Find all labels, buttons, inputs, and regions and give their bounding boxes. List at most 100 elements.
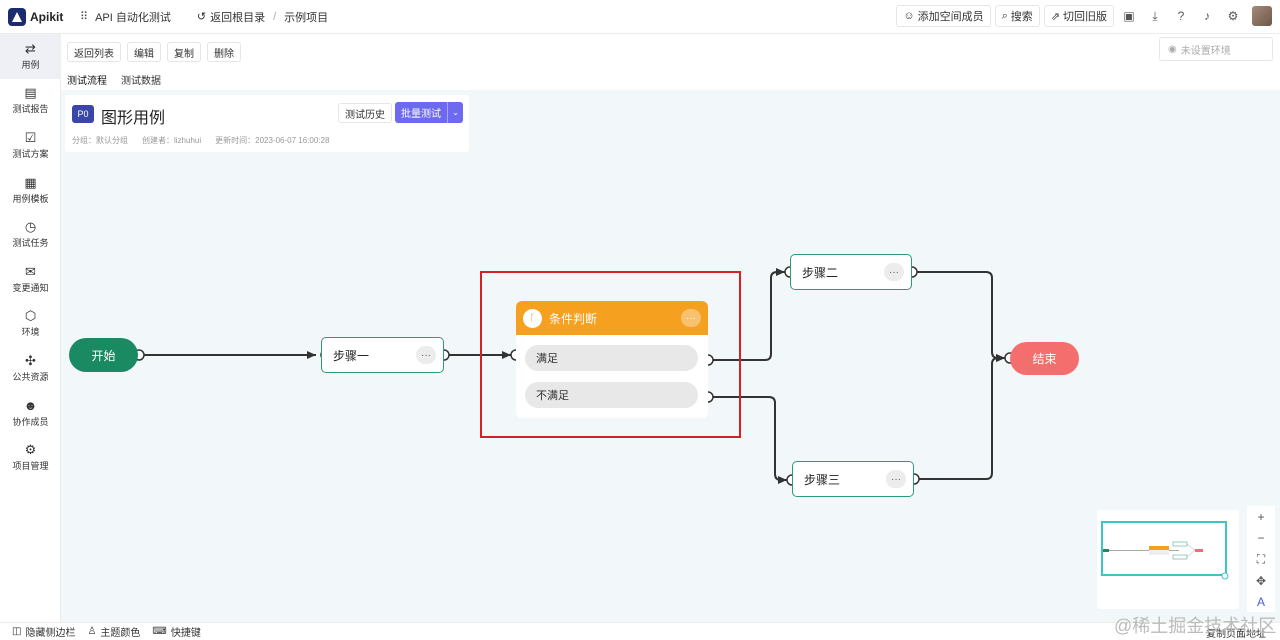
project-name[interactable]: API 自动化测试 bbox=[95, 11, 171, 24]
minimap-viewport[interactable] bbox=[1101, 521, 1227, 576]
swap-icon: ⇄ bbox=[25, 40, 36, 56]
add-member-label: 添加空间成员 bbox=[917, 11, 984, 23]
avatar[interactable] bbox=[1252, 6, 1272, 26]
more-icon[interactable]: ··· bbox=[886, 470, 906, 488]
eye-icon: ◉ bbox=[1168, 43, 1177, 55]
help-icon[interactable]: ? bbox=[1177, 9, 1185, 23]
environment-placeholder: 未设置环境 bbox=[1180, 45, 1231, 57]
puzzle-icon: ✣ bbox=[25, 352, 36, 368]
condition-title: 条件判断 bbox=[549, 311, 598, 326]
back-root-link[interactable]: 返回根目录 bbox=[210, 11, 266, 24]
tab-test-data[interactable]: 测试数据 bbox=[121, 76, 161, 87]
gear-icon: ⚙ bbox=[24, 442, 37, 458]
breadcrumb[interactable]: 示例项目 bbox=[284, 11, 329, 24]
checklist-icon: ☑ bbox=[24, 129, 37, 145]
sidebar-item-project-settings[interactable]: ⚙ 项目管理 bbox=[0, 435, 61, 480]
end-node[interactable]: 结束 bbox=[1010, 342, 1079, 375]
step-node-3[interactable]: 步骤三 ··· bbox=[792, 461, 914, 497]
branch-icon: ᚴ bbox=[523, 308, 542, 328]
sidebar-item-label: 公共资源 bbox=[12, 371, 49, 382]
delete-button[interactable]: 删除 bbox=[207, 42, 241, 62]
sidebar-item-tasks[interactable]: ◷ 测试任务 bbox=[0, 212, 61, 257]
tab-test-flow[interactable]: 测试流程 bbox=[67, 72, 107, 92]
sidebar: ⇄ 用例 ▤ 测试报告 ☑ 测试方案 ▦ 用例模板 ◷ 测试任务 ✉ 变更通知 … bbox=[0, 34, 61, 622]
calendar-check-icon[interactable]: ▣ bbox=[1123, 9, 1135, 23]
sidebar-item-notifications[interactable]: ✉ 变更通知 bbox=[0, 257, 61, 302]
batch-test-button[interactable]: 批量测试 ⌄ bbox=[395, 102, 463, 123]
case-group: 分组：默认分组 bbox=[72, 136, 128, 145]
sidebar-item-resources[interactable]: ✣ 公共资源 bbox=[0, 346, 61, 391]
main-toolbar: 返回列表 编辑 复制 删除 ◉ 未设置环境 测试流程 测试数据 bbox=[61, 34, 1280, 92]
undo-icon: ↺ bbox=[196, 11, 207, 23]
branch-not-satisfied[interactable]: 不满足 bbox=[525, 382, 698, 408]
page-title: 图形用例 bbox=[101, 110, 166, 127]
more-icon[interactable]: ··· bbox=[416, 346, 436, 364]
sidebar-item-reports[interactable]: ▤ 测试报告 bbox=[0, 79, 61, 124]
step-node-1[interactable]: 步骤一 ··· bbox=[321, 337, 444, 373]
more-icon[interactable]: ··· bbox=[884, 263, 904, 281]
sidebar-item-environment[interactable]: ⬡ 环境 bbox=[0, 302, 61, 347]
minimap[interactable] bbox=[1097, 510, 1239, 609]
minimap-preview bbox=[1103, 541, 1229, 580]
search-label: 搜索 bbox=[1010, 11, 1033, 23]
bell-icon[interactable]: ♪ bbox=[1204, 9, 1210, 23]
copy-button[interactable]: 复制 bbox=[167, 42, 201, 62]
step-label: 步骤三 bbox=[804, 472, 841, 487]
case-creator: 创建者：lizhuhui bbox=[142, 136, 202, 145]
gear-icon[interactable]: ⚙ bbox=[1227, 9, 1239, 23]
chevron-down-icon[interactable]: ⌄ bbox=[447, 102, 463, 123]
sidebar-item-label: 环境 bbox=[21, 327, 40, 338]
more-icon[interactable]: ··· bbox=[681, 309, 701, 327]
app-logo[interactable]: Apikit bbox=[8, 7, 64, 26]
hide-sidebar-button[interactable]: ◫ 隐藏侧边栏 bbox=[12, 624, 75, 639]
branch-satisfied[interactable]: 满足 bbox=[525, 345, 698, 371]
step-node-2[interactable]: 步骤二 ··· bbox=[790, 254, 912, 290]
fit-view-icon[interactable]: ⛶ bbox=[1256, 551, 1266, 566]
users-icon: ☻ bbox=[23, 397, 38, 413]
back-list-button[interactable]: 返回列表 bbox=[67, 42, 121, 62]
timer-icon: ◷ bbox=[24, 219, 37, 235]
switch-old-label: 切回旧版 bbox=[1063, 11, 1107, 23]
pin-icon: ⇗ bbox=[1050, 10, 1060, 23]
user-plus-icon: ☺ bbox=[903, 10, 915, 22]
edit-button[interactable]: 编辑 bbox=[127, 42, 161, 62]
copy-address-button[interactable]: 复制页面地址 bbox=[1206, 629, 1266, 640]
shortcuts-button[interactable]: ⌨ 快捷键 bbox=[152, 624, 200, 639]
condition-node[interactable]: ᚴ 条件判断 ··· 满足 不满足 bbox=[516, 301, 708, 418]
sidebar-item-label: 测试报告 bbox=[12, 104, 49, 115]
apikit-logo-icon bbox=[8, 7, 26, 26]
case-header-card: P0 图形用例 测试历史 批量测试 ⌄ 分组：默认分组 创建者：lizhuhui… bbox=[65, 95, 469, 152]
cube-icon: ⬡ bbox=[24, 308, 37, 324]
move-icon[interactable]: ✥ bbox=[1255, 573, 1267, 588]
bottom-bar: ◫ 隐藏侧边栏 ♙ 主题颜色 ⌨ 快捷键 复制页面地址 bbox=[0, 622, 1280, 640]
sidebar-item-label: 测试任务 bbox=[12, 238, 49, 249]
start-node[interactable]: 开始 bbox=[69, 338, 138, 372]
search-button[interactable]: ⌕ 搜索 bbox=[994, 5, 1040, 27]
add-member-button[interactable]: ☺ 添加空间成员 bbox=[896, 5, 991, 27]
sidebar-item-members[interactable]: ☻ 协作成员 bbox=[0, 391, 61, 436]
keyboard-icon: ⌨ bbox=[152, 626, 167, 637]
zoom-in-icon[interactable]: + bbox=[1257, 509, 1265, 524]
sidebar-item-templates[interactable]: ▦ 用例模板 bbox=[0, 168, 61, 213]
switch-old-button[interactable]: ⇗ 切回旧版 bbox=[1043, 5, 1114, 27]
watermark: @稀土掘金技术社区 bbox=[1114, 616, 1277, 636]
batch-test-label: 批量测试 bbox=[401, 109, 441, 120]
step-label: 步骤一 bbox=[333, 348, 370, 363]
zoom-out-icon[interactable]: − bbox=[1257, 530, 1265, 545]
sidebar-item-cases[interactable]: ⇄ 用例 bbox=[0, 34, 61, 79]
environment-select[interactable]: ◉ 未设置环境 bbox=[1159, 37, 1273, 61]
shirt-icon: ♙ bbox=[87, 626, 97, 637]
grid-icon: ⠿ bbox=[80, 11, 89, 23]
report-icon: ▤ bbox=[24, 85, 37, 101]
case-updated: 更新时间：2023-06-07 16:00:28 bbox=[215, 136, 330, 145]
test-history-button[interactable]: 测试历史 bbox=[338, 103, 392, 123]
text-mode-icon[interactable]: A bbox=[1256, 594, 1265, 609]
theme-color-button[interactable]: ♙ 主题颜色 bbox=[87, 624, 140, 639]
step-label: 步骤二 bbox=[802, 265, 839, 280]
priority-badge: P0 bbox=[72, 105, 94, 123]
download-icon[interactable]: ⤓ bbox=[1152, 8, 1158, 23]
app-name: Apikit bbox=[30, 9, 64, 24]
sidebar-item-plans[interactable]: ☑ 测试方案 bbox=[0, 123, 61, 168]
search-icon: ⌕ bbox=[1001, 9, 1008, 22]
template-icon: ▦ bbox=[24, 174, 37, 190]
